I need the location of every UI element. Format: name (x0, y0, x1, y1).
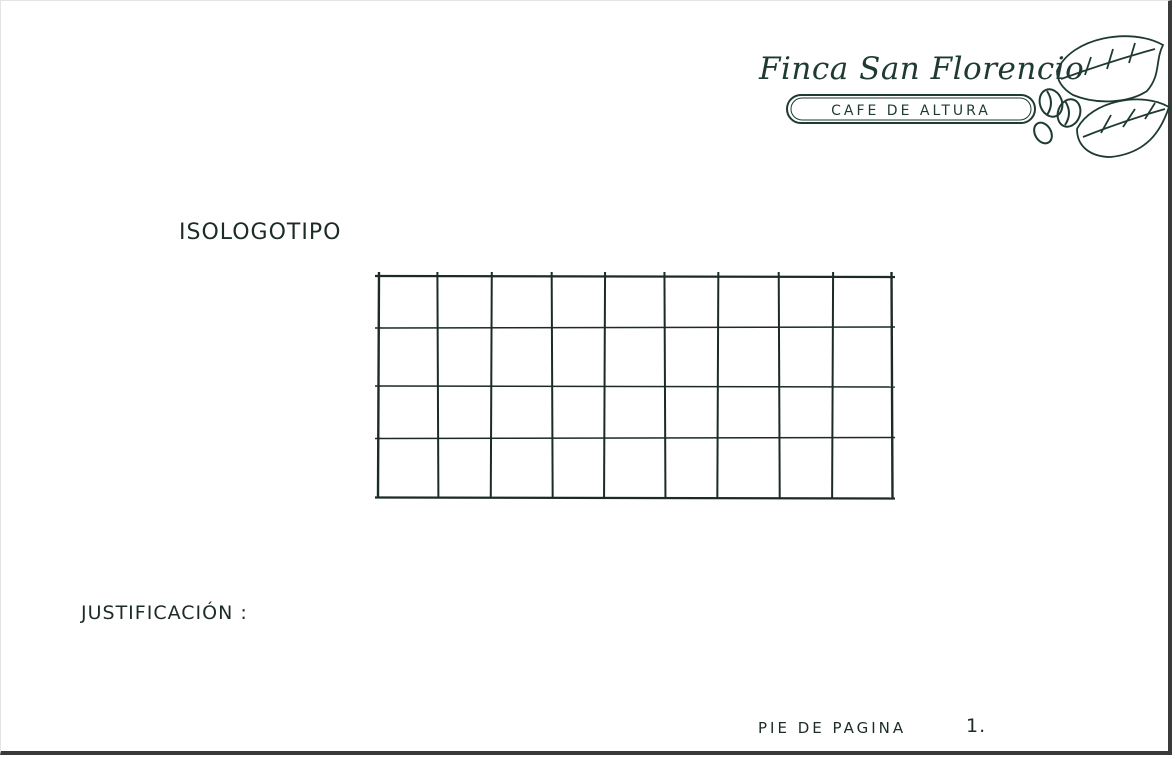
footer-label: PIE DE PAGINA (758, 719, 906, 737)
isologotipo-grid (371, 266, 901, 504)
grid-column-line (664, 272, 665, 498)
grid-column-line (552, 272, 553, 498)
logo-brand-name: Finca San Florencio (758, 51, 1084, 87)
logo-tagline: CAFE DE ALTURA (831, 103, 991, 119)
finca-logo: Finca San Florencio CAFE DE ALTURA (751, 31, 1171, 161)
grid-column-line (437, 272, 438, 498)
justification-label: JUSTIFICACIÓN : (81, 602, 248, 624)
grid-column-line (717, 272, 718, 498)
grid-row-line (375, 386, 895, 387)
grid-row-line (375, 498, 895, 499)
coffee-bean-icon (1031, 86, 1085, 146)
section-title: ISOLOGOTIPO (179, 220, 341, 245)
grid-column-line (779, 272, 780, 498)
grid-column-line (604, 272, 605, 498)
grid-column-line (378, 272, 379, 498)
grid-row-line (375, 327, 895, 328)
grid-row-line (375, 438, 895, 439)
grid-column-line (832, 272, 833, 498)
page-number: 1. (966, 715, 986, 737)
grid-column-line (892, 272, 893, 498)
grid-column-line (491, 272, 492, 498)
grid-row-line (375, 276, 895, 277)
